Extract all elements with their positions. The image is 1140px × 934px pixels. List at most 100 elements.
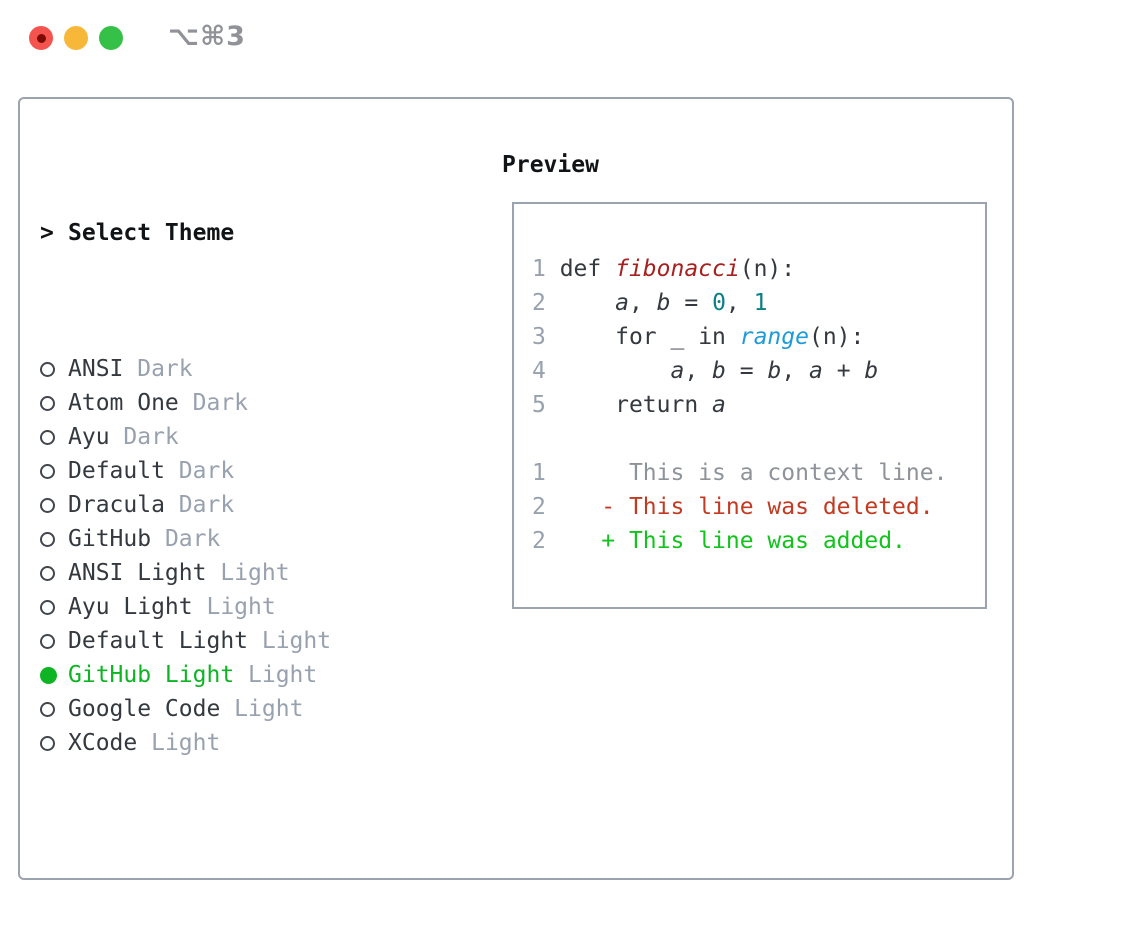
radio-unselected-icon (40, 497, 68, 513)
radio-circle (40, 463, 55, 479)
theme-item[interactable]: Default Dark (40, 454, 490, 488)
minimize-button[interactable] (64, 26, 88, 50)
theme-item[interactable]: Default Light Light (40, 624, 490, 658)
unsaved-changes-dot-icon (36, 33, 46, 43)
code-segment-keyword: for (615, 324, 671, 350)
blank-line (532, 422, 975, 456)
diff-line-deleted: 2 - This line was deleted. (532, 490, 975, 524)
theme-name: GitHub Light (68, 662, 235, 688)
theme-item[interactable]: Dracula Dark (40, 488, 490, 522)
theme-variant-badge: Light (192, 594, 276, 620)
radio-circle (40, 565, 55, 581)
theme-variant-badge: Light (137, 730, 221, 756)
diff-text: This line was deleted. (628, 494, 934, 520)
code-segment-variable: b (656, 290, 671, 316)
traffic-lights (29, 26, 123, 50)
theme-name: ANSI (68, 356, 124, 382)
code-segment-variable: a (670, 358, 685, 384)
theme-name: Dracula (68, 492, 165, 518)
code-segment-plain: , (684, 358, 713, 384)
code-segment-plain: , (781, 358, 810, 384)
zoom-button[interactable] (99, 26, 123, 50)
theme-item[interactable]: Ayu Light Light (40, 590, 490, 624)
theme-variant-badge: Light (206, 560, 290, 586)
theme-item[interactable]: Ayu Dark (40, 420, 490, 454)
titlebar: ⌥⌘3 (0, 0, 1140, 75)
code-segment-keyword: in (698, 324, 740, 350)
theme-variant-badge: Light (248, 628, 332, 654)
close-button[interactable] (29, 26, 53, 50)
theme-name: Google Code (68, 696, 221, 722)
theme-name: Atom One (68, 390, 179, 416)
radio-circle (40, 666, 57, 684)
diff-marker: + (601, 528, 629, 554)
radio-unselected-icon (40, 633, 68, 649)
code-line: 5 return a (532, 388, 975, 422)
radio-circle (40, 497, 55, 513)
line-number: 1 (532, 256, 560, 282)
radio-unselected-icon (40, 463, 68, 479)
preview-title: Preview (502, 152, 599, 178)
theme-name: Default (68, 458, 165, 484)
cursor-prefix: > (40, 220, 54, 246)
theme-item[interactable]: Atom One Dark (40, 386, 490, 420)
diff-text: This is a context line. (628, 460, 948, 486)
code-segment-variable: a (809, 358, 823, 384)
code-segment-plain: = (670, 290, 713, 316)
code-segment-plain (560, 290, 615, 316)
code-segment-variable: a (712, 392, 726, 418)
theme-item[interactable]: ANSI Dark (40, 352, 490, 386)
code-line: 3 for _ in range(n): (532, 320, 975, 354)
code-segment-plain: (n): (739, 256, 796, 282)
line-number: 2 (532, 528, 546, 554)
code-segment-builtin: range (739, 324, 809, 350)
theme-variant-badge: Dark (123, 356, 193, 382)
radio-unselected-icon (40, 735, 68, 751)
theme-variant-badge: Dark (151, 526, 221, 552)
line-number: 5 (532, 392, 560, 418)
radio-circle (40, 633, 55, 649)
diff-marker (601, 460, 629, 486)
theme-name: Ayu (68, 424, 110, 450)
preview-box: 1 def fibonacci(n): 2 a, b = 0, 1 3 for _ … (512, 202, 987, 609)
theme-item[interactable]: ANSI Light Light (40, 556, 490, 590)
code-segment-plain: (n): (808, 324, 865, 350)
theme-variant-badge: Dark (164, 458, 235, 484)
radio-circle (40, 599, 55, 615)
radio-circle (40, 429, 55, 445)
code-segment-keyword: def (559, 256, 616, 282)
diff-text: This line was added. (628, 528, 906, 554)
diff-marker: - (601, 494, 629, 520)
radio-unselected-icon (40, 361, 68, 377)
code-segment-plain: + (822, 358, 865, 384)
code-line: 1 def fibonacci(n): (532, 252, 975, 286)
theme-item[interactable]: XCode Light (40, 726, 490, 760)
code-segment-number: 0 (712, 290, 726, 316)
section-title: Select Theme (68, 220, 235, 246)
theme-variant-badge: Dark (164, 492, 235, 518)
radio-unselected-icon (40, 565, 68, 581)
theme-item[interactable]: GitHub Light Light (40, 658, 490, 692)
code-segment-plain: = (725, 358, 768, 384)
window-title: ⌥⌘3 (168, 21, 246, 52)
code-segment-variable: b (864, 358, 879, 384)
select-theme-header: > Select Theme (40, 216, 490, 250)
radio-unselected-icon (40, 701, 68, 717)
spacer (40, 862, 490, 896)
radio-unselected-icon (40, 429, 68, 445)
line-number: 2 (532, 290, 560, 316)
radio-circle (40, 531, 55, 547)
diff-line-added: 2 + This line was added. (532, 524, 975, 558)
line-number: 1 (532, 460, 546, 486)
theme-item[interactable]: Google Code Light (40, 692, 490, 726)
code-segment-number: 1 (753, 290, 768, 316)
radio-circle (40, 395, 55, 411)
code-segment-variable: a (615, 290, 629, 316)
theme-item[interactable]: GitHub Dark (40, 522, 490, 556)
diff-padding (546, 528, 601, 554)
theme-variant-badge: Light (234, 662, 318, 688)
code-segment-variable: b (767, 358, 782, 384)
